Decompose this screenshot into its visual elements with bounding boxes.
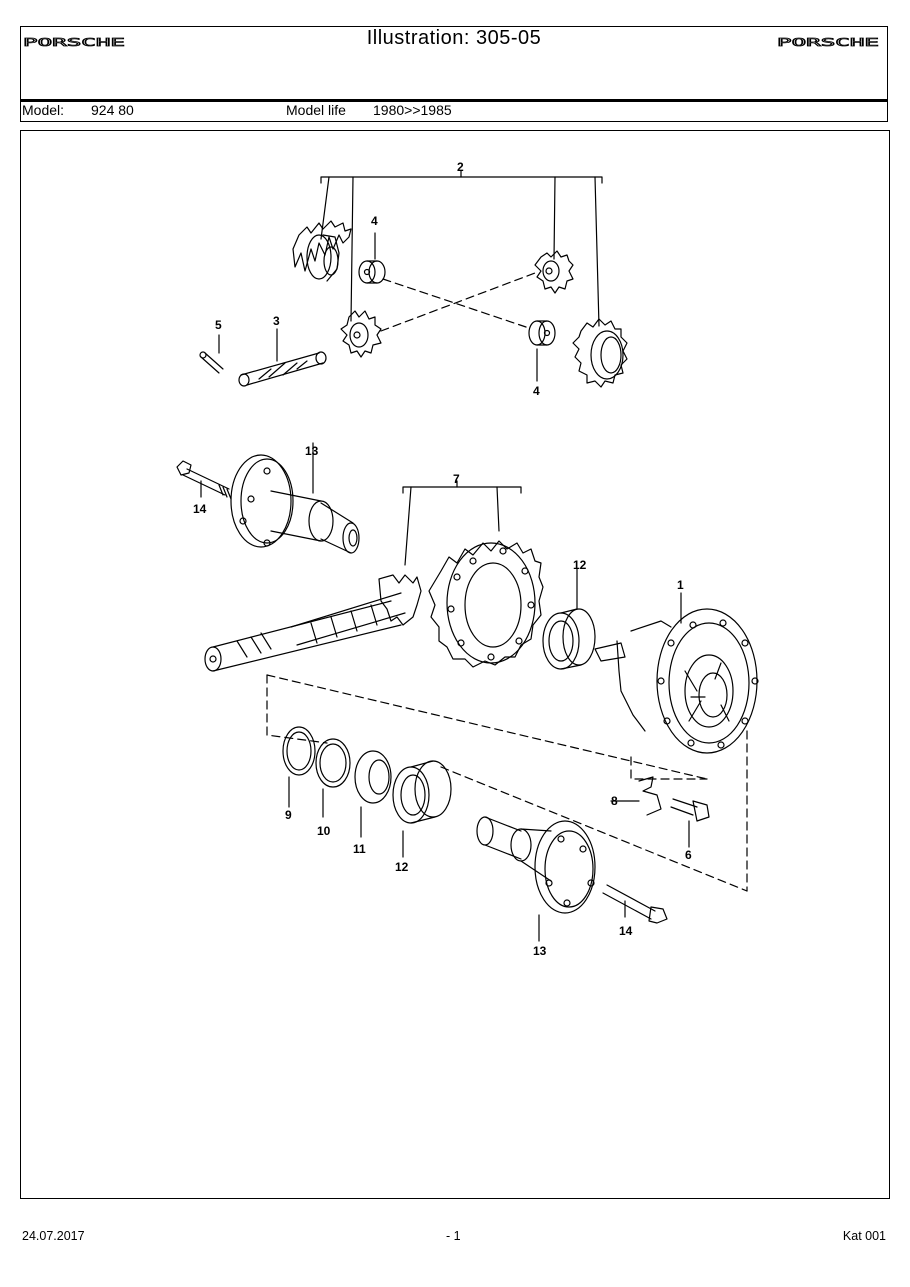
- tapered-bearing-lower: [392, 760, 452, 858]
- porsche-logo-right: PORSCHE: [777, 36, 879, 48]
- bracket-group-7: [402, 480, 522, 566]
- dashed-line-bottom: [440, 766, 748, 892]
- callout-12-lower: 12: [395, 860, 409, 874]
- tapered-bearing-upper: [542, 568, 596, 670]
- header-rule: [21, 99, 887, 102]
- flange-lower: [476, 816, 596, 942]
- header-box: PORSCHE Illustration: 305-05 PORSCHE Mod…: [20, 26, 888, 122]
- callout-7: 7: [453, 472, 460, 486]
- dashed-axis-b: [380, 272, 536, 332]
- shaft-3: [238, 328, 327, 387]
- callout-10: 10: [317, 824, 331, 838]
- callout-14-upper: 14: [193, 502, 207, 516]
- callout-2: 2: [457, 160, 464, 174]
- shim-9: [282, 726, 316, 808]
- pinion-shaft: [204, 574, 422, 672]
- callout-12-upper: 12: [573, 558, 587, 572]
- lock-clip-8: [610, 776, 662, 816]
- model-info-row: Model: 924 80 Model life 1980>>1985: [21, 102, 887, 120]
- pin-5: [199, 334, 224, 374]
- pinion-gear-right: [534, 250, 574, 294]
- thrust-washer-lower: [528, 320, 556, 382]
- callout-1: 1: [677, 578, 684, 592]
- footer-page-number: - 1: [446, 1229, 461, 1243]
- callout-13-lower: 13: [533, 944, 547, 958]
- ring-gear: [428, 540, 544, 668]
- thrust-washer-upper: [358, 232, 386, 284]
- callout-3: 3: [273, 314, 280, 328]
- model-value: 924 80: [91, 102, 134, 118]
- differential-housing: [594, 592, 759, 754]
- dashed-line-clip: [630, 756, 708, 780]
- shim-10: [315, 738, 351, 818]
- callout-4-upper: 4: [371, 214, 378, 228]
- callout-14-lower: 14: [619, 924, 633, 938]
- callout-13-upper: 13: [305, 444, 319, 458]
- pinion-gear-left: [340, 310, 382, 358]
- callout-8: 8: [611, 794, 618, 808]
- exploded-diagram: 2 4 5 3 4 13 14 7 12 1 8 9 10 11 12 6 14…: [176, 160, 759, 958]
- callout-4-lower: 4: [533, 384, 540, 398]
- callout-9: 9: [285, 808, 292, 822]
- svg-text:PORSCHE: PORSCHE: [777, 36, 879, 48]
- illustration-title: Illustration: 305-05: [366, 27, 542, 49]
- dashed-line-left-drop: [266, 674, 328, 744]
- flange-upper: [230, 442, 360, 554]
- svg-text:PORSCHE: PORSCHE: [23, 36, 125, 48]
- callout-11: 11: [353, 842, 366, 856]
- model-life-value: 1980>>1985: [373, 102, 452, 118]
- bolt-6: [670, 798, 710, 848]
- side-gear-left: [292, 220, 352, 282]
- washer-11: [354, 750, 392, 838]
- bracket-group-2: [320, 170, 603, 327]
- illustration-frame: 2 4 5 3 4 13 14 7 12 1 8 9 10 11 12 6 14…: [20, 130, 890, 1199]
- callout-5: 5: [215, 318, 222, 332]
- side-gear-right: [572, 318, 628, 388]
- model-life-label: Model life: [286, 102, 346, 118]
- porsche-logo-left: PORSCHE: [23, 36, 125, 48]
- dashed-line-top: [266, 674, 708, 780]
- callout-6: 6: [685, 848, 692, 862]
- footer-date: 24.07.2017: [22, 1229, 85, 1243]
- bolt-lower: [602, 884, 668, 924]
- model-label: Model:: [22, 102, 65, 118]
- footer-catalog: Kat 001: [842, 1229, 886, 1243]
- bolt-upper: [176, 460, 232, 500]
